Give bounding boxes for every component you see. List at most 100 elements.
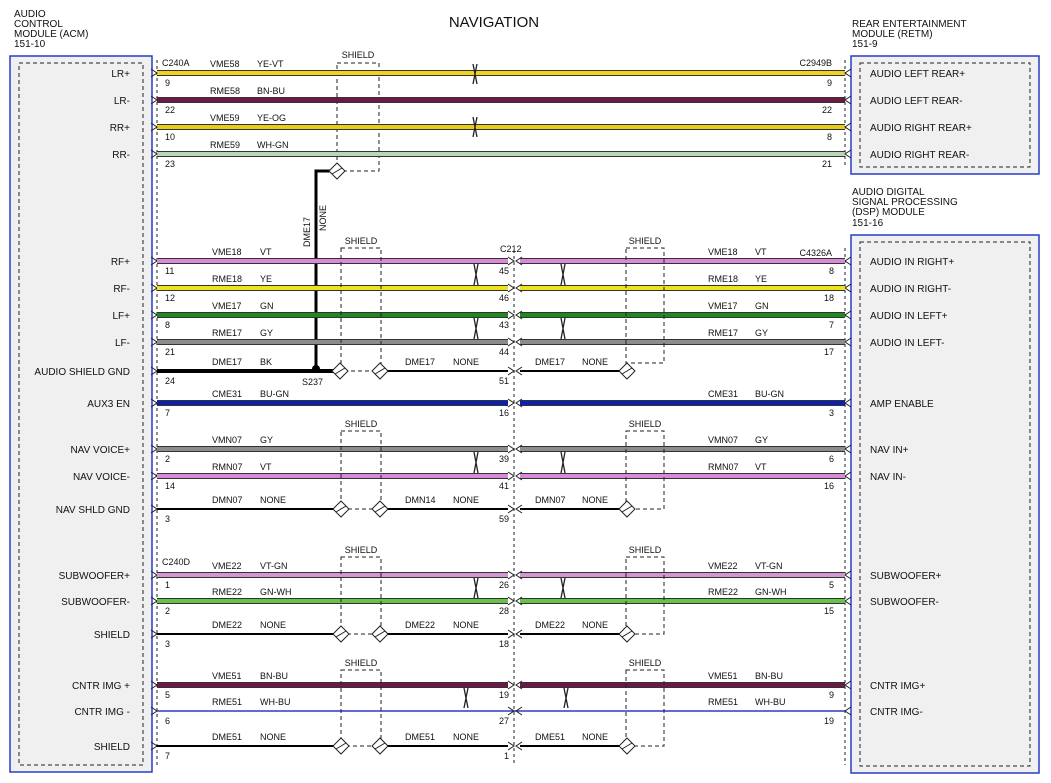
c212-pin-number: 1 xyxy=(504,751,509,761)
pin-arrow xyxy=(844,706,852,716)
pin-arrow xyxy=(150,68,158,78)
shield-ground-mark xyxy=(331,167,343,175)
wire-color-mid: NONE xyxy=(453,495,479,505)
acm-module-box xyxy=(9,55,153,773)
pin-arrow xyxy=(507,337,515,347)
wire-circuit: VMN07 xyxy=(212,435,242,445)
wire-circuit-right: VME51 xyxy=(708,671,738,681)
pin-arrow xyxy=(507,283,515,293)
pin-arrow xyxy=(515,398,523,408)
pin-arrow xyxy=(507,680,515,690)
dsp-pin-label: AMP ENABLE xyxy=(870,399,934,410)
vertical-wire-circuit: DME17 xyxy=(302,217,312,247)
dsp-header-line: 151-16 xyxy=(852,218,884,229)
dsp-pin-label: AUDIO IN RIGHT+ xyxy=(870,257,954,268)
twisted-pair-mark xyxy=(563,687,569,709)
pin-arrow xyxy=(150,122,158,132)
dsp-pin-label: SUBWOOFER- xyxy=(870,597,939,608)
acm-pin-label: SHIELD xyxy=(94,630,130,641)
pin-arrow xyxy=(844,398,852,408)
acm-pin-number: 7 xyxy=(165,751,170,761)
wire-circuit-right: DMN07 xyxy=(535,495,566,505)
retm-pin-number: 22 xyxy=(822,105,832,115)
pin-arrow xyxy=(507,596,515,606)
connector-c240a: C240A xyxy=(162,58,190,68)
dsp-pin-label: CNTR IMG+ xyxy=(870,681,925,692)
acm-pin-number: 2 xyxy=(165,454,170,464)
pin-arrow xyxy=(844,310,852,320)
dsp-pin-number: 8 xyxy=(829,266,834,276)
pin-arrow xyxy=(515,310,523,320)
wire-color: VT xyxy=(260,462,272,472)
wire-circuit: RME17 xyxy=(212,328,242,338)
wire-circuit: RME59 xyxy=(210,140,240,150)
shield-ground-mark xyxy=(374,630,386,638)
twisted-pair-mark xyxy=(560,451,566,474)
pin-arrow xyxy=(844,596,852,606)
wire-color-mid: NONE xyxy=(453,357,479,367)
acm-pin-number: 1 xyxy=(165,580,170,590)
connector-c240d: C240D xyxy=(162,557,191,567)
acm-pin-label: AUDIO SHIELD GND xyxy=(34,367,130,378)
dsp-pin-label: AUDIO IN LEFT- xyxy=(870,338,944,349)
twisted-pair-mark xyxy=(560,263,566,286)
retm-pin-number: 21 xyxy=(822,159,832,169)
wire-circuit: DME22 xyxy=(212,620,242,630)
pin-arrow xyxy=(515,471,523,481)
acm-pin-number: 3 xyxy=(165,639,170,649)
shield-label: SHIELD xyxy=(345,236,378,246)
retm-pin-number: 8 xyxy=(827,132,832,142)
c212-pin-number: 45 xyxy=(499,266,509,276)
pin-arrow xyxy=(515,629,523,639)
pin-arrow xyxy=(844,122,852,132)
wire-color: NONE xyxy=(260,732,286,742)
dsp-header-line: (DSP) MODULE xyxy=(852,207,925,218)
twisted-pair-mark xyxy=(473,577,479,599)
wire-color: WH-BU xyxy=(260,697,291,707)
wire-color: GN xyxy=(260,301,274,311)
dsp-pin-number: 16 xyxy=(824,481,834,491)
pin-arrow xyxy=(507,570,515,580)
c212-pin-number: 19 xyxy=(499,690,509,700)
pin-arrow xyxy=(844,68,852,78)
acm-pin-number: 14 xyxy=(165,481,175,491)
shield-label: SHIELD xyxy=(345,419,378,429)
wire-color-right: VT-GN xyxy=(755,561,783,571)
acm-pin-label: SHIELD xyxy=(94,742,130,753)
shield-ground-mark xyxy=(374,505,386,513)
acm-pin-label: SUBWOOFER+ xyxy=(59,571,131,582)
wire-color: YE-OG xyxy=(257,113,286,123)
twisted-pair-mark xyxy=(472,63,478,85)
wire-color: YE-VT xyxy=(257,59,284,69)
wire-circuit-right: RME22 xyxy=(708,587,738,597)
wire-circuit: CME31 xyxy=(212,389,242,399)
wire-circuit-mid: DME22 xyxy=(405,620,435,630)
dsp-header: AUDIO DIGITAL SIGNAL PROCESSING (DSP) MO… xyxy=(852,187,958,229)
wire-color: BN-BU xyxy=(260,671,288,681)
wire-color-right: BU-GN xyxy=(755,389,784,399)
c212-pin-number: 46 xyxy=(499,293,509,303)
acm-pin-number: 9 xyxy=(165,78,170,88)
vertical-wire-color: NONE xyxy=(318,205,328,231)
pin-arrow xyxy=(844,95,852,105)
shield-label: SHIELD xyxy=(629,658,662,668)
pin-arrow xyxy=(844,149,852,159)
pin-arrow xyxy=(150,95,158,105)
dsp-pin-label: AUDIO IN RIGHT- xyxy=(870,284,951,295)
retm-pin-label: AUDIO LEFT REAR- xyxy=(870,96,963,107)
wire-circuit: RME18 xyxy=(212,274,242,284)
wire-circuit: VME22 xyxy=(212,561,242,571)
pin-arrow xyxy=(150,149,158,159)
retm-pin-label: AUDIO RIGHT REAR+ xyxy=(870,123,972,134)
shield-box xyxy=(625,430,665,510)
pin-arrow xyxy=(515,337,523,347)
wire-color-mid: NONE xyxy=(453,620,479,630)
dsp-header-line: SIGNAL PROCESSING xyxy=(852,197,958,208)
pin-arrow xyxy=(515,741,523,751)
retm-header-line: MODULE (RETM) xyxy=(852,29,933,40)
dsp-pin-number: 17 xyxy=(824,347,834,357)
acm-pin-number: 6 xyxy=(165,716,170,726)
pin-arrow xyxy=(507,629,515,639)
dsp-pin-number: 7 xyxy=(829,320,834,330)
acm-pin-label: NAV SHLD GND xyxy=(56,505,130,516)
